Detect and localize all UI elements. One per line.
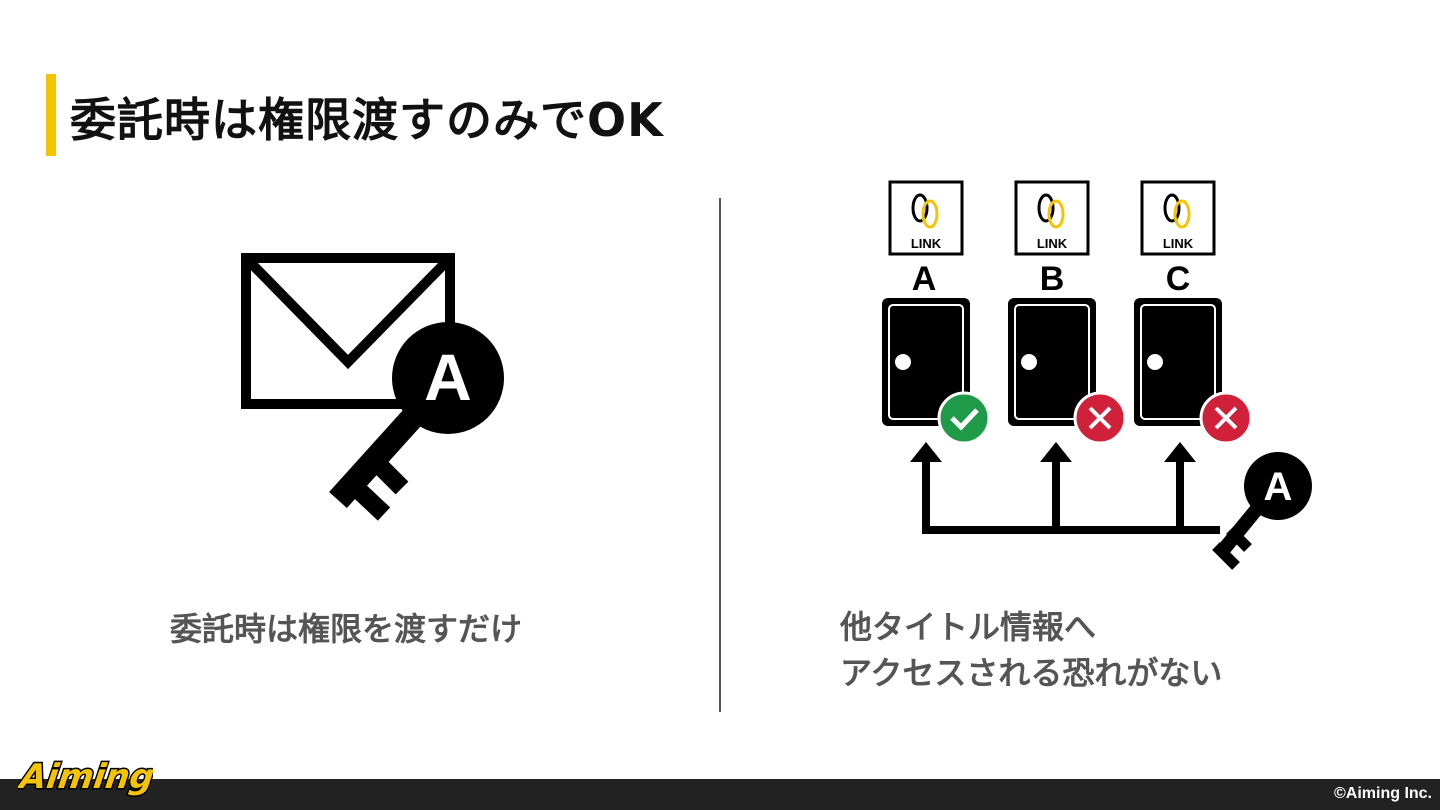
check-icon [937, 391, 991, 445]
arrow-up-icon [910, 442, 942, 462]
title-accent-bar [46, 74, 56, 156]
svg-text:LINK: LINK [911, 236, 942, 251]
envelope-key-illustration: A [241, 253, 504, 521]
cross-icon [1199, 391, 1253, 445]
envelope-icon [241, 253, 455, 409]
access-arrows [910, 442, 1220, 534]
page-title: 委託時は権限渡すのみでOK [70, 93, 664, 147]
aiming-logo: Aiming [18, 756, 153, 799]
link-badge-a: LINK [888, 180, 964, 256]
door-label-a: A [912, 260, 937, 298]
link-badge-c: LINK [1140, 180, 1216, 256]
key-letter: A [1264, 465, 1293, 509]
door-c-icon [1134, 298, 1222, 426]
svg-text:LINK: LINK [1163, 236, 1194, 251]
right-caption-line1: 他タイトル情報へ [840, 608, 1097, 646]
door-label-b: B [1040, 260, 1065, 298]
door-a-icon [882, 298, 970, 426]
link-badge-b: LINK [1014, 180, 1090, 256]
door-c-group: LINK C [1134, 180, 1253, 445]
door-b-group: LINK B [1008, 180, 1127, 445]
copyright-text: ©Aiming Inc. [1333, 785, 1432, 802]
right-caption: 他タイトル情報へ アクセスされる恐れがない [840, 604, 1222, 696]
arrow-up-icon [1164, 442, 1196, 462]
cross-icon [1073, 391, 1127, 445]
right-caption-line2: アクセスされる恐れがない [840, 654, 1223, 692]
footer-bar: ©Aiming Inc. [0, 779, 1440, 810]
doors-access-illustration: LINK A LINK B [882, 180, 1312, 570]
svg-text:Aiming: Aiming [18, 757, 153, 797]
key-icon: A [329, 322, 504, 521]
door-a-group: LINK A [882, 180, 991, 445]
svg-text:LINK: LINK [1037, 236, 1068, 251]
door-b-icon [1008, 298, 1096, 426]
door-label-c: C [1166, 260, 1191, 298]
left-caption: 委託時は権限を渡すだけ [170, 610, 523, 648]
key-letter: A [424, 340, 472, 414]
arrow-up-icon [1040, 442, 1072, 462]
key-icon: A [1212, 452, 1312, 570]
center-divider [719, 198, 721, 712]
